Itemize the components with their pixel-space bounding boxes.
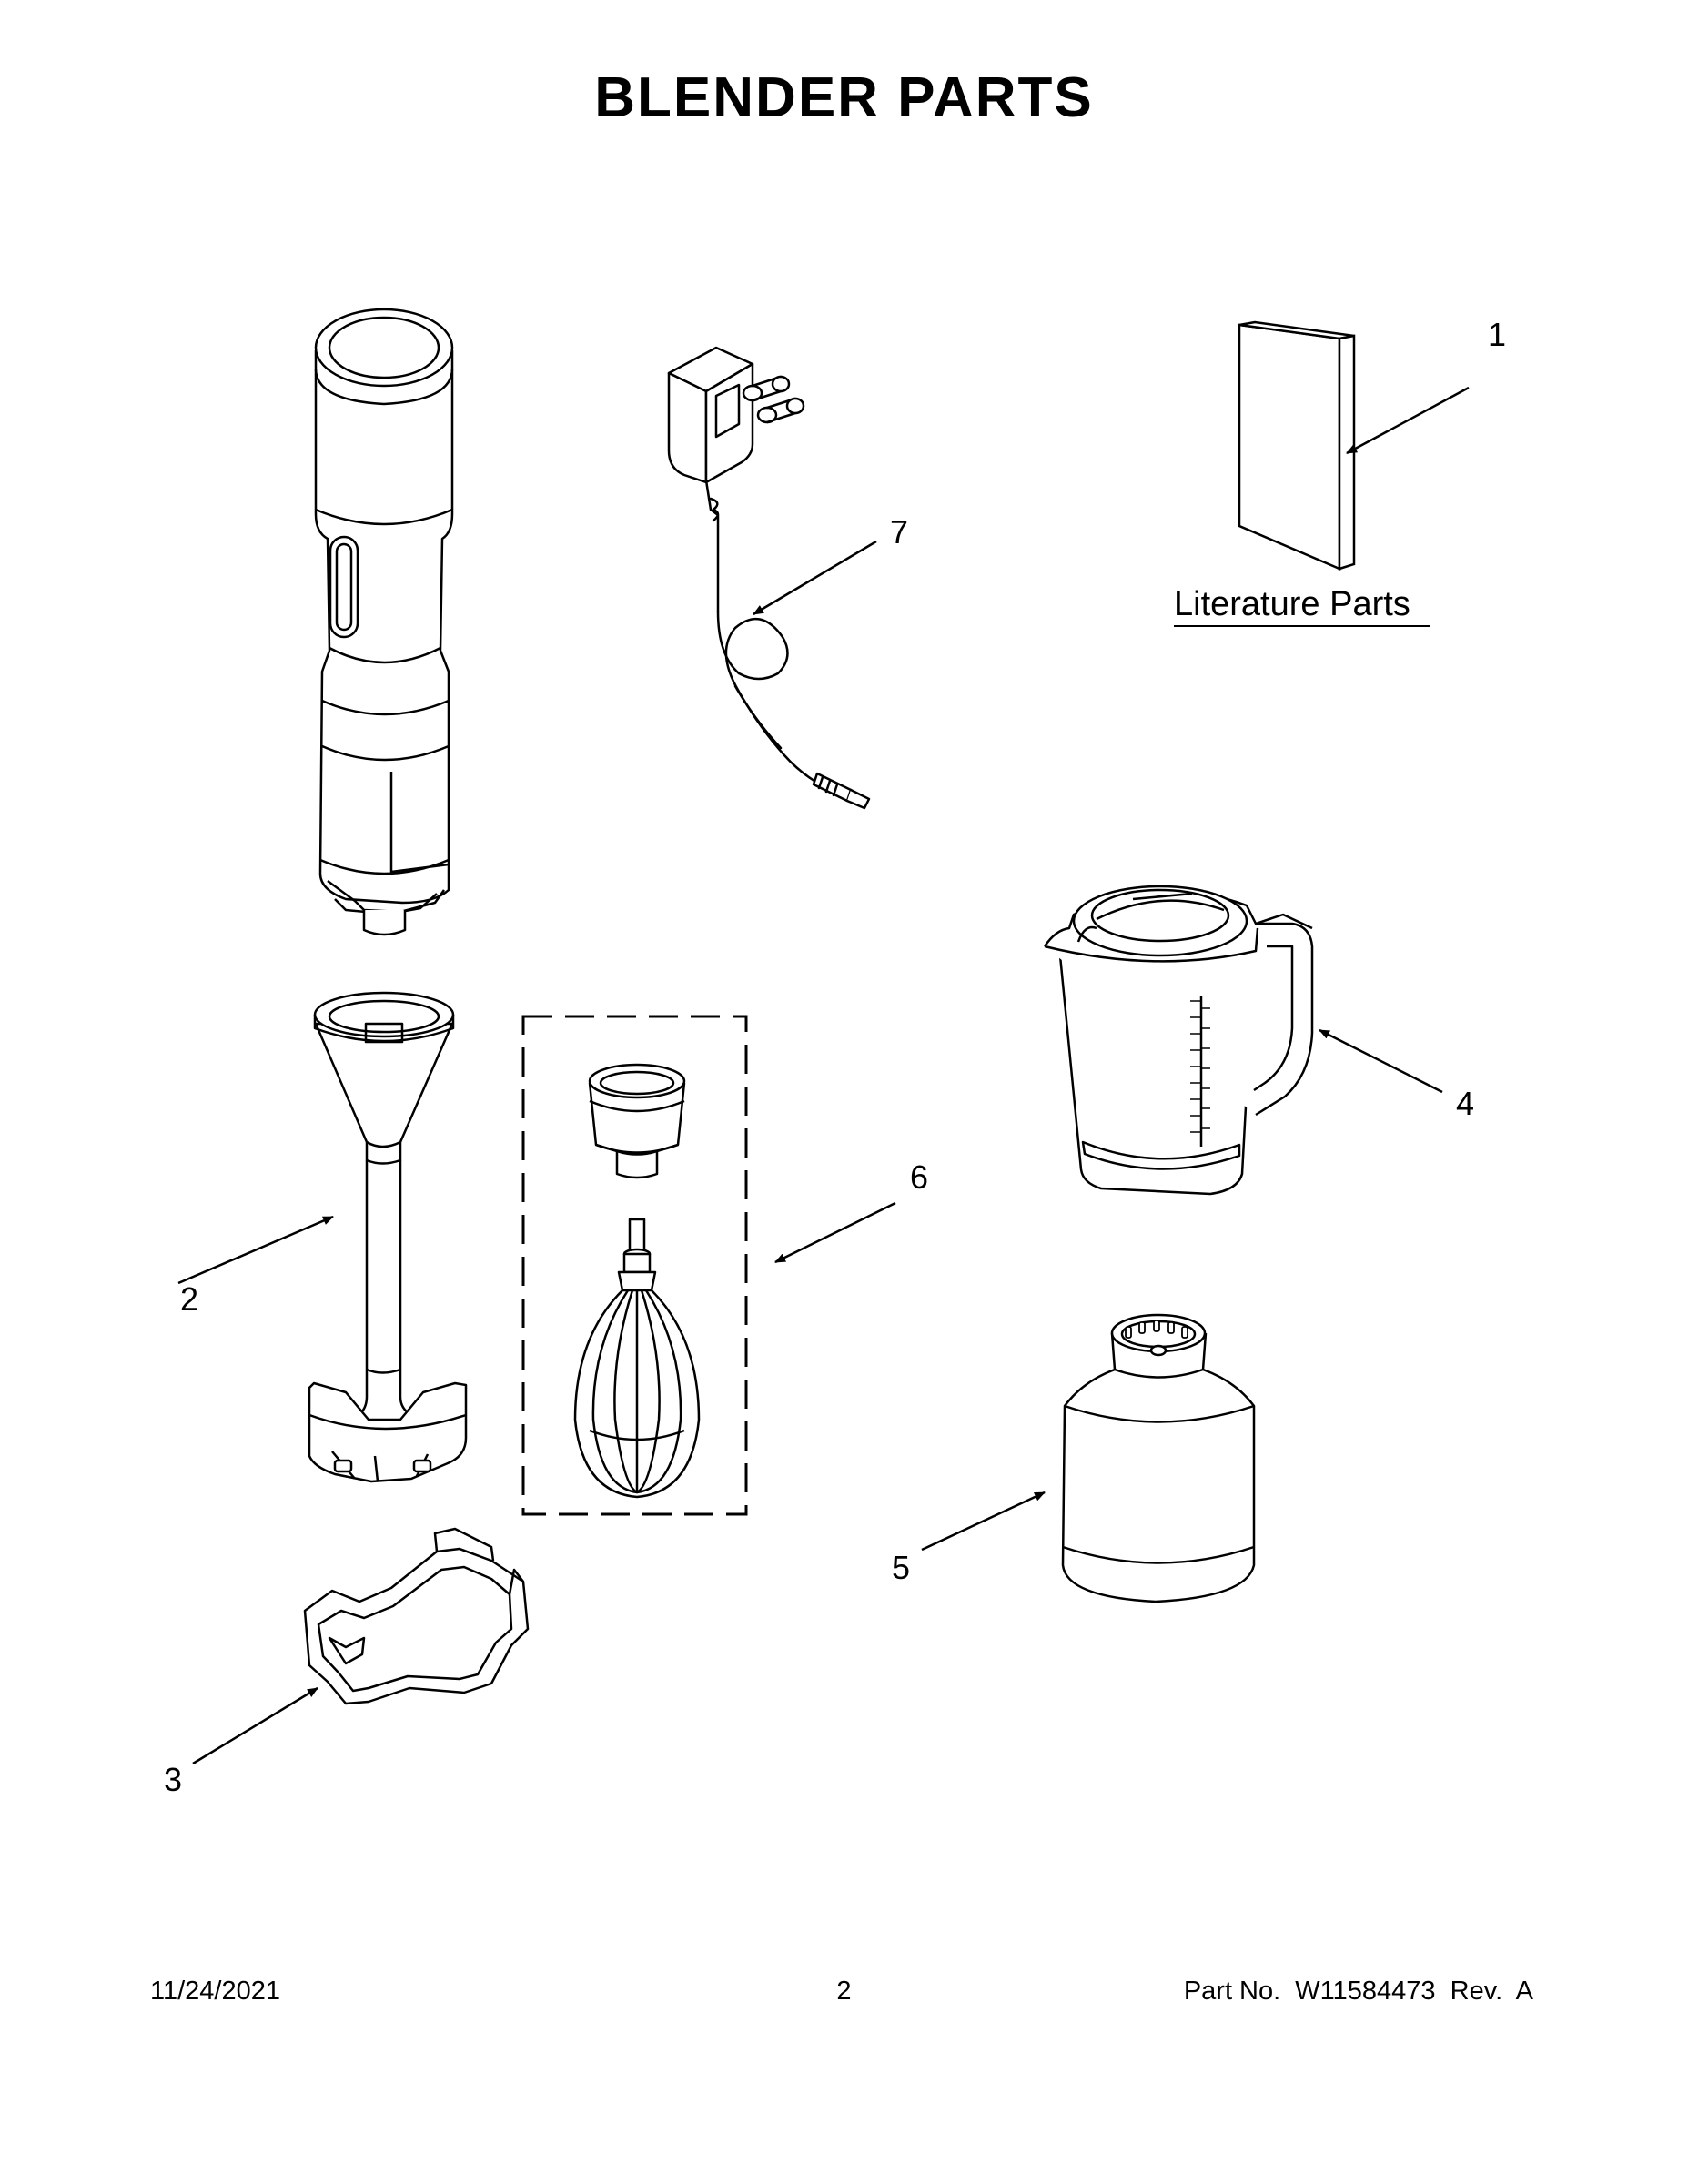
blending-jar-illustration xyxy=(1043,885,1314,1196)
callout-arrow-2 xyxy=(177,1215,334,1285)
callout-arrow-7 xyxy=(753,540,877,616)
callout-arrow-1 xyxy=(1346,386,1470,455)
blending-arm-illustration xyxy=(308,991,468,1483)
literature-booklet-illustration xyxy=(1238,320,1356,571)
motor-body-illustration xyxy=(314,308,454,936)
callout-7: 7 xyxy=(890,513,908,551)
footer-page-number: 2 xyxy=(836,1977,852,2006)
page-title: BLENDER PARTS xyxy=(594,66,1094,129)
footer-date: 11/24/2021 xyxy=(150,1977,280,2006)
callout-2: 2 xyxy=(180,1280,198,1318)
chopper-bowl-illustration xyxy=(1061,1313,1256,1603)
callout-arrow-3 xyxy=(192,1686,318,1765)
callout-arrow-5 xyxy=(921,1491,1046,1552)
blade-guard-illustration xyxy=(303,1527,530,1705)
footer-part-number: Part No. W11584473 Rev. A xyxy=(1183,1977,1533,2006)
whisk-group-dashed-box xyxy=(521,1015,748,1516)
power-adapter-illustration xyxy=(667,346,871,810)
callout-arrow-4 xyxy=(1319,1028,1443,1094)
callout-1: 1 xyxy=(1488,316,1506,353)
whisk-attachment-illustration xyxy=(573,1063,701,1499)
callout-4: 4 xyxy=(1456,1085,1474,1122)
callout-6: 6 xyxy=(910,1158,928,1196)
callout-5: 5 xyxy=(892,1549,910,1586)
literature-parts-label: Literature Parts xyxy=(1174,585,1410,623)
callout-arrow-6 xyxy=(774,1201,896,1264)
callout-3: 3 xyxy=(164,1761,182,1798)
